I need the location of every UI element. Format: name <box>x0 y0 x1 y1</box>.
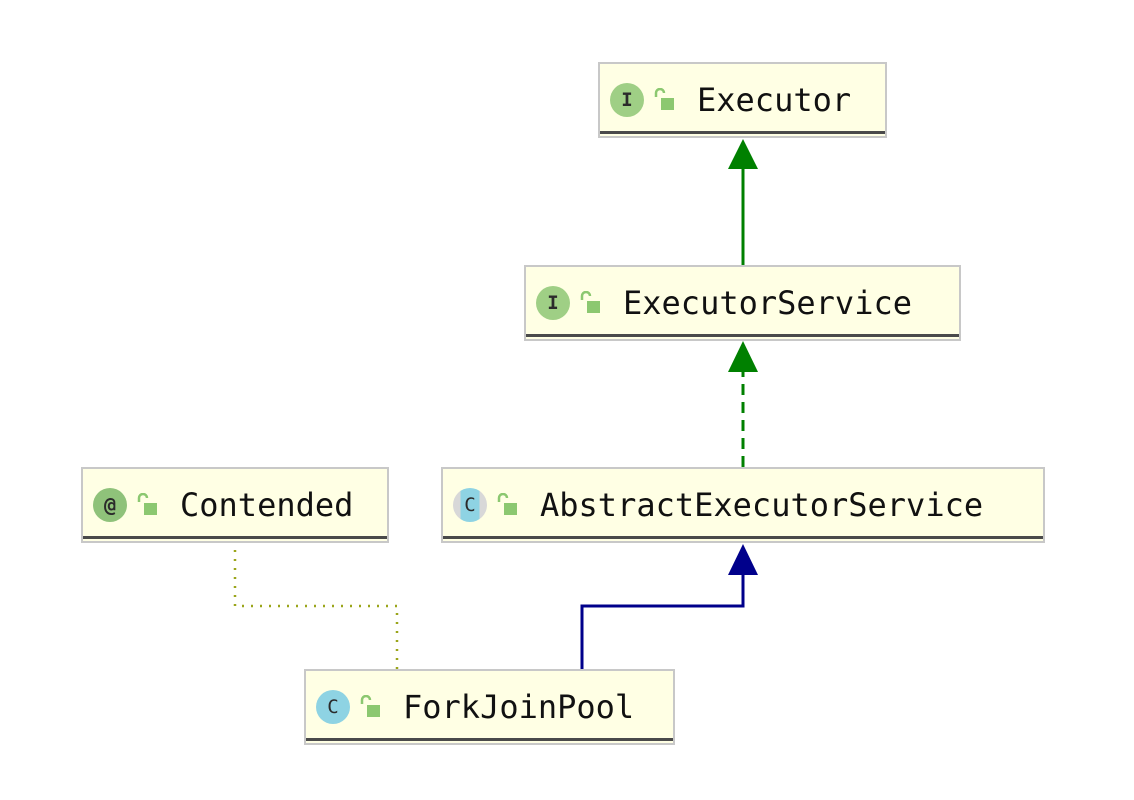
edge-fork-join-pool-to-contended <box>233 543 399 669</box>
unlocked-padlock-icon <box>654 88 674 110</box>
unlocked-padlock-icon <box>580 291 600 313</box>
node-label: ExecutorService <box>623 284 912 322</box>
annotation-icon: @ <box>93 488 127 522</box>
node-executor[interactable]: I Executor <box>598 62 887 138</box>
edge-executor-service-arrowhead <box>728 341 758 372</box>
class-icon: C <box>316 690 350 724</box>
abstract-class-icon: C <box>453 488 487 522</box>
node-abstract-executor-service[interactable]: C AbstractExecutorService <box>441 467 1045 543</box>
node-label: ForkJoinPool <box>403 688 635 726</box>
unlocked-padlock-icon <box>360 695 380 717</box>
node-contended[interactable]: @ Contended <box>81 467 389 543</box>
unlocked-padlock-icon <box>497 493 517 515</box>
edge-fork-join-pool-to-abstract-executor-service <box>580 574 745 669</box>
interface-icon: I <box>536 286 570 320</box>
edge-abstract-executor-service-arrowhead <box>728 544 758 575</box>
interface-icon: I <box>610 83 644 117</box>
node-fork-join-pool[interactable]: C ForkJoinPool <box>304 669 675 745</box>
unlocked-padlock-icon <box>137 493 157 515</box>
node-executor-service[interactable]: I ExecutorService <box>524 265 961 341</box>
node-label: Contended <box>180 486 354 524</box>
node-label: Executor <box>697 81 852 119</box>
node-label: AbstractExecutorService <box>540 486 984 524</box>
edge-executor-arrowhead <box>728 139 758 169</box>
